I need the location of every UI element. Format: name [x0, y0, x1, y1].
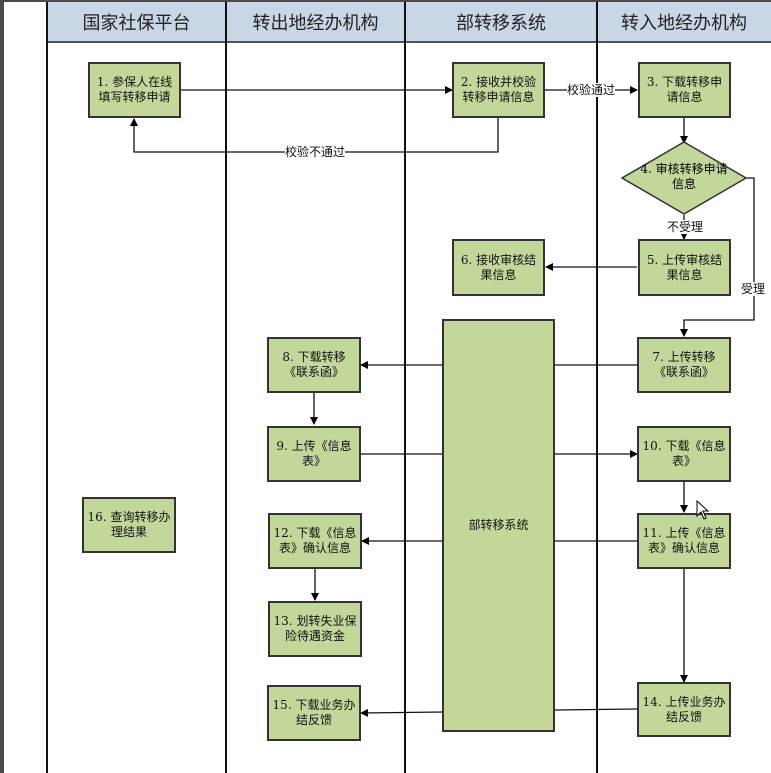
step-8-label: 8. 下载转移《联系函》 [282, 350, 346, 379]
step-9-label: 9. 上传《信息表》 [276, 439, 352, 468]
step-4-label: 4. 审核转移申请信息 [640, 162, 728, 191]
step-14-label: 14. 上传业务办结反馈 [642, 694, 726, 724]
arrow-14-to-system [554, 708, 638, 711]
step-5-box[interactable]: 5. 上传审核结果信息 [638, 239, 731, 296]
step-14-box[interactable]: 14. 上传业务办结反馈 [637, 682, 731, 737]
lane-header-ministry-system: 部转移系统 [405, 2, 597, 43]
reject-label: 不受理 [667, 220, 704, 234]
step-11-box[interactable]: 11. 上传《信息表》确认信息 [637, 513, 731, 569]
lane-header-incoming-agency: 转入地经办机构 [597, 2, 771, 43]
step-10-label: 10. 下载《信息表》 [642, 439, 726, 468]
step-9-box[interactable]: 9. 上传《信息表》 [267, 426, 361, 482]
step-6-label: 6. 接收审核结果信息 [460, 252, 537, 282]
lane-header-national-platform: 国家社保平台 [47, 2, 226, 43]
ministry-system-label: 部转移系统 [468, 518, 529, 532]
step-3-label: 3. 下载转移申请信息 [646, 75, 723, 104]
step-13-label: 13. 划转失业保险待遇资金 [273, 614, 357, 643]
step-11-label: 11. 上传《信息表》确认信息 [642, 526, 726, 555]
step-2-label: 2. 接收并校验转移申请信息 [460, 75, 537, 104]
step-12-box[interactable]: 12. 下载《信息表》确认信息 [268, 513, 362, 569]
step-16-box[interactable]: 16. 查询转移办理结果 [82, 497, 176, 553]
step-2-box[interactable]: 2. 接收并校验转移申请信息 [452, 62, 545, 118]
lane-divider [404, 2, 406, 773]
lane-divider [225, 2, 227, 773]
lane-header-outgoing-agency: 转出地经办机构 [226, 2, 405, 43]
lane-divider [46, 2, 48, 773]
step-6-box[interactable]: 6. 接收审核结果信息 [452, 239, 545, 296]
lane-divider [596, 2, 598, 773]
step-15-box[interactable]: 15. 下载业务办结反馈 [267, 685, 361, 741]
step-15-label: 15. 下载业务办结反馈 [272, 698, 356, 727]
step-1-box[interactable]: 1. 参保人在线填写转移申请 [88, 62, 181, 118]
pass-label: 校验通过 [567, 83, 616, 97]
decision-diamond [620, 141, 748, 215]
accept-label: 受理 [741, 282, 766, 296]
step-12-label: 12. 下载《信息表》确认信息 [273, 526, 357, 555]
step-10-box[interactable]: 10. 下载《信息表》 [637, 426, 731, 482]
step-16-label: 16. 查询转移办理结果 [87, 510, 171, 539]
arrow-system-to-15 [360, 708, 444, 717]
step-8-box[interactable]: 8. 下载转移《联系函》 [267, 337, 361, 393]
ministry-system-block[interactable]: 部转移系统 [442, 319, 555, 732]
step-1-label: 1. 参保人在线填写转移申请 [96, 75, 173, 104]
step-5-label: 5. 上传审核结果信息 [646, 252, 723, 282]
step-13-box[interactable]: 13. 划转失业保险待遇资金 [268, 601, 362, 657]
window-top-border [0, 0, 771, 2]
mouse-cursor-icon [696, 500, 710, 520]
arrow-4-accept-to-7 [680, 177, 755, 337]
window-left-border [0, 0, 4, 773]
fail-label: 校验不通过 [285, 145, 346, 159]
step-7-box[interactable]: 7. 上传转移《联系函》 [637, 337, 731, 393]
step-3-box[interactable]: 3. 下载转移申请信息 [638, 62, 731, 118]
step-7-label: 7. 上传转移《联系函》 [652, 350, 716, 379]
